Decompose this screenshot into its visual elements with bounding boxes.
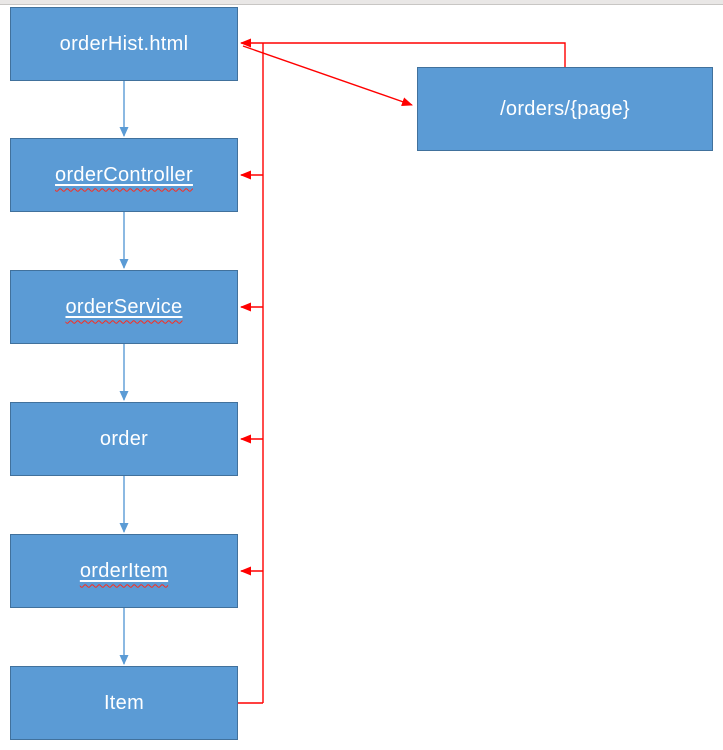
node-orderitem[interactable]: orderItem (10, 534, 238, 608)
node-orderservice[interactable]: orderService (10, 270, 238, 344)
node-label: orderItem (79, 559, 169, 582)
spellcheck-squiggle: orderItem (80, 560, 168, 583)
node-label: order (99, 427, 149, 450)
canvas-top-edge (0, 0, 723, 5)
arrow-endpoint-to-orderhist[interactable] (240, 38, 566, 67)
node-orderhist-html[interactable]: orderHist.html (10, 7, 238, 81)
node-label: orderHist.html (59, 32, 189, 55)
spellcheck-squiggle: orderService (66, 296, 183, 319)
node-ordercontroller[interactable]: orderController (10, 138, 238, 212)
spellcheck-squiggle: orderController (55, 164, 193, 187)
node-label: Item (103, 691, 145, 714)
node-item[interactable]: Item (10, 666, 238, 740)
node-order[interactable]: order (10, 402, 238, 476)
arrow-orderhist-to-endpoint[interactable] (242, 45, 413, 106)
node-endpoint[interactable]: /orders/{page} (417, 67, 713, 151)
node-label: /orders/{page} (500, 97, 630, 120)
node-label: orderService (65, 295, 183, 318)
node-label: orderController (55, 163, 193, 186)
